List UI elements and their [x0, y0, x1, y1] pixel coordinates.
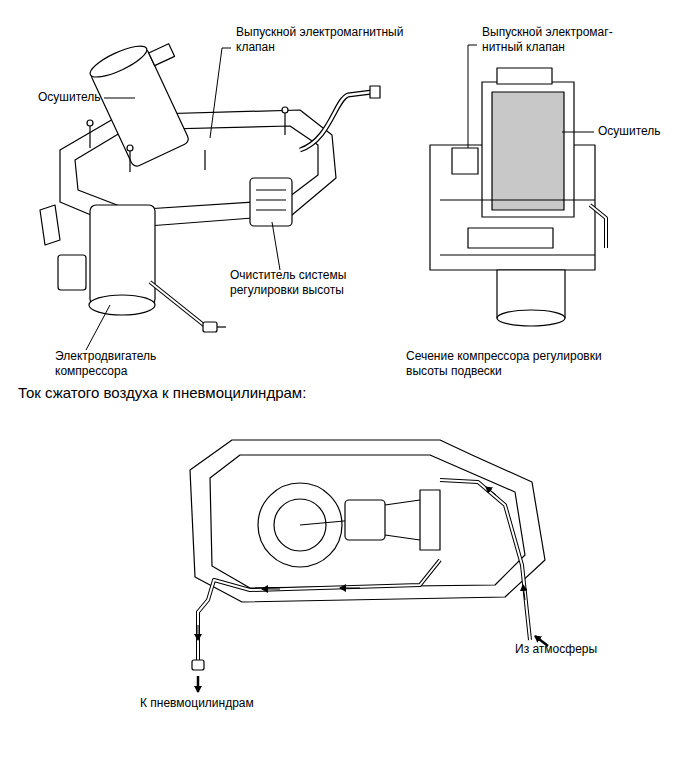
flow-label: Из атмосферы — [515, 642, 597, 657]
part-label: Электродвигатель компрессора — [55, 349, 170, 379]
part-label: Выпускной электромаг- нитный клапан — [482, 25, 622, 55]
flow-label: К пневмоцилиндрам — [140, 696, 254, 711]
caption-label: Сечение компрессора регулировки высоты п… — [406, 349, 621, 379]
section-heading: Ток сжатого воздуха к пневмоцилиндрам: — [18, 384, 306, 403]
part-label: Выпускной электромагнитный клапан — [236, 25, 421, 55]
part-label: Осушитель — [38, 90, 101, 105]
part-label: Осушитель — [598, 124, 661, 139]
part-label: Очиститель системы регулировки высоты — [230, 268, 360, 298]
